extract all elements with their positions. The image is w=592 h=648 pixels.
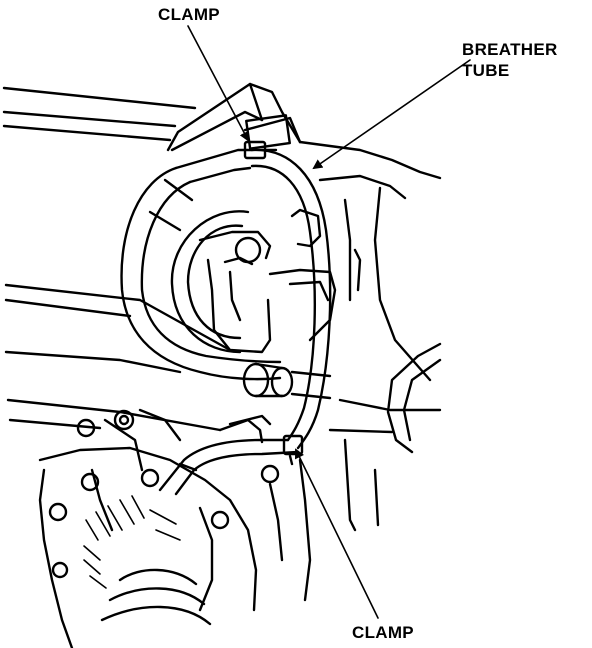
right-support [328,342,442,532]
leader-breather-tube [312,59,471,170]
leader-clamp-bottom [295,448,379,619]
breather-tube [158,148,332,496]
hose-coupling [242,362,332,400]
leader-lines [187,25,471,619]
label-breather-line1: BREATHER [462,40,558,59]
center-bracket [198,208,337,354]
clamp-top-shape [243,140,278,160]
clamp-bottom-shape [282,434,304,466]
label-clamp-bottom: CLAMP [352,623,414,642]
label-breather-tube: BREATHER TUBE [462,39,558,81]
inner-hose [170,210,250,354]
frame-lines [2,86,232,432]
upper-hose [120,148,282,381]
label-breather-line2: TUBE [462,61,510,80]
right-center-structure [228,414,312,602]
transmission-housing [38,408,280,648]
engine-block-top [298,140,442,382]
leader-clamp-top [187,25,249,142]
upper-bracket [166,82,302,152]
label-clamp-top: CLAMP [158,5,220,24]
